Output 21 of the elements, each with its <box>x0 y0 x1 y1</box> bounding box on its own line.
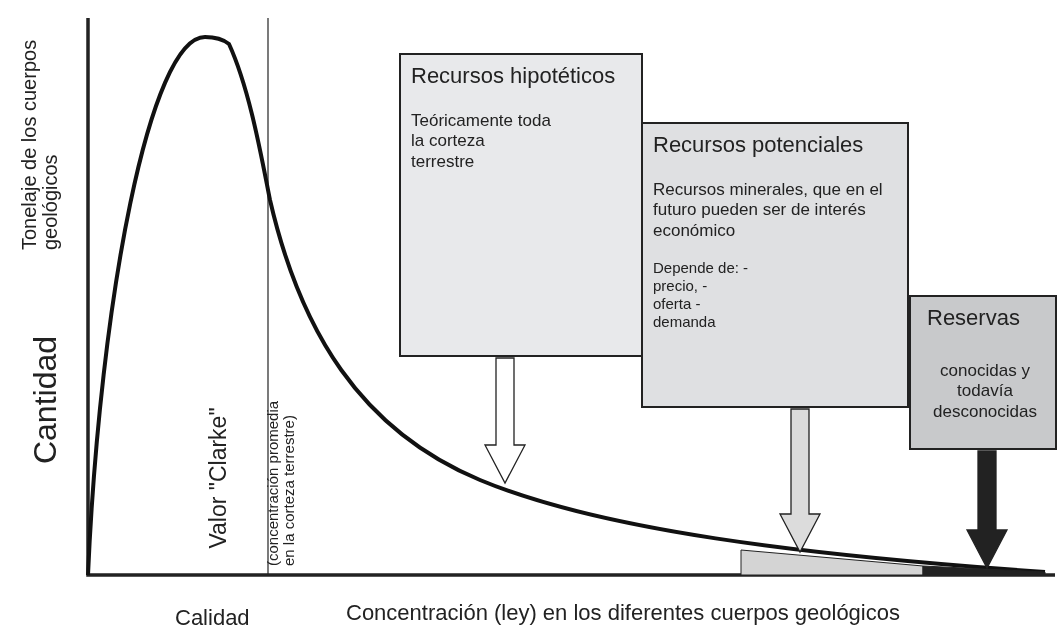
box-text: Recursos minerales, que en el futuro pueden ser de interés económico <box>653 180 884 242</box>
axis-title: Concentración (ley) en los diferentes cuerpos geológicos <box>346 600 900 626</box>
shaded-area <box>922 565 1046 576</box>
box-text: conocidas y todavía desconocidas <box>932 361 1038 423</box>
box-text: Teóricamente toda la corteza terrestre <box>411 111 551 173</box>
box-heading: Recursos potenciales <box>653 132 865 158</box>
line-label: Valor "Clarke" <box>204 407 232 549</box>
box-heading: Reservas <box>927 305 1021 331</box>
axis-label: Calidad <box>175 605 250 631</box>
box-text: Depende de: - precio, - oferta - demanda <box>653 259 749 332</box>
block-arrow <box>778 408 822 554</box>
resource-box <box>641 122 909 408</box>
axis-title: Tonelaje de los cuerpos geológicos <box>19 38 61 250</box>
block-arrow <box>965 450 1009 570</box>
resource-box <box>399 53 643 357</box>
box-heading: Recursos hipotéticos <box>411 63 617 89</box>
axis-title: Cantidad <box>26 335 64 465</box>
shaded-area <box>740 549 924 576</box>
line-note: (concentración promedia en la corteza terrestre) <box>265 399 297 566</box>
resource-box <box>909 295 1057 450</box>
block-arrow <box>483 357 527 485</box>
